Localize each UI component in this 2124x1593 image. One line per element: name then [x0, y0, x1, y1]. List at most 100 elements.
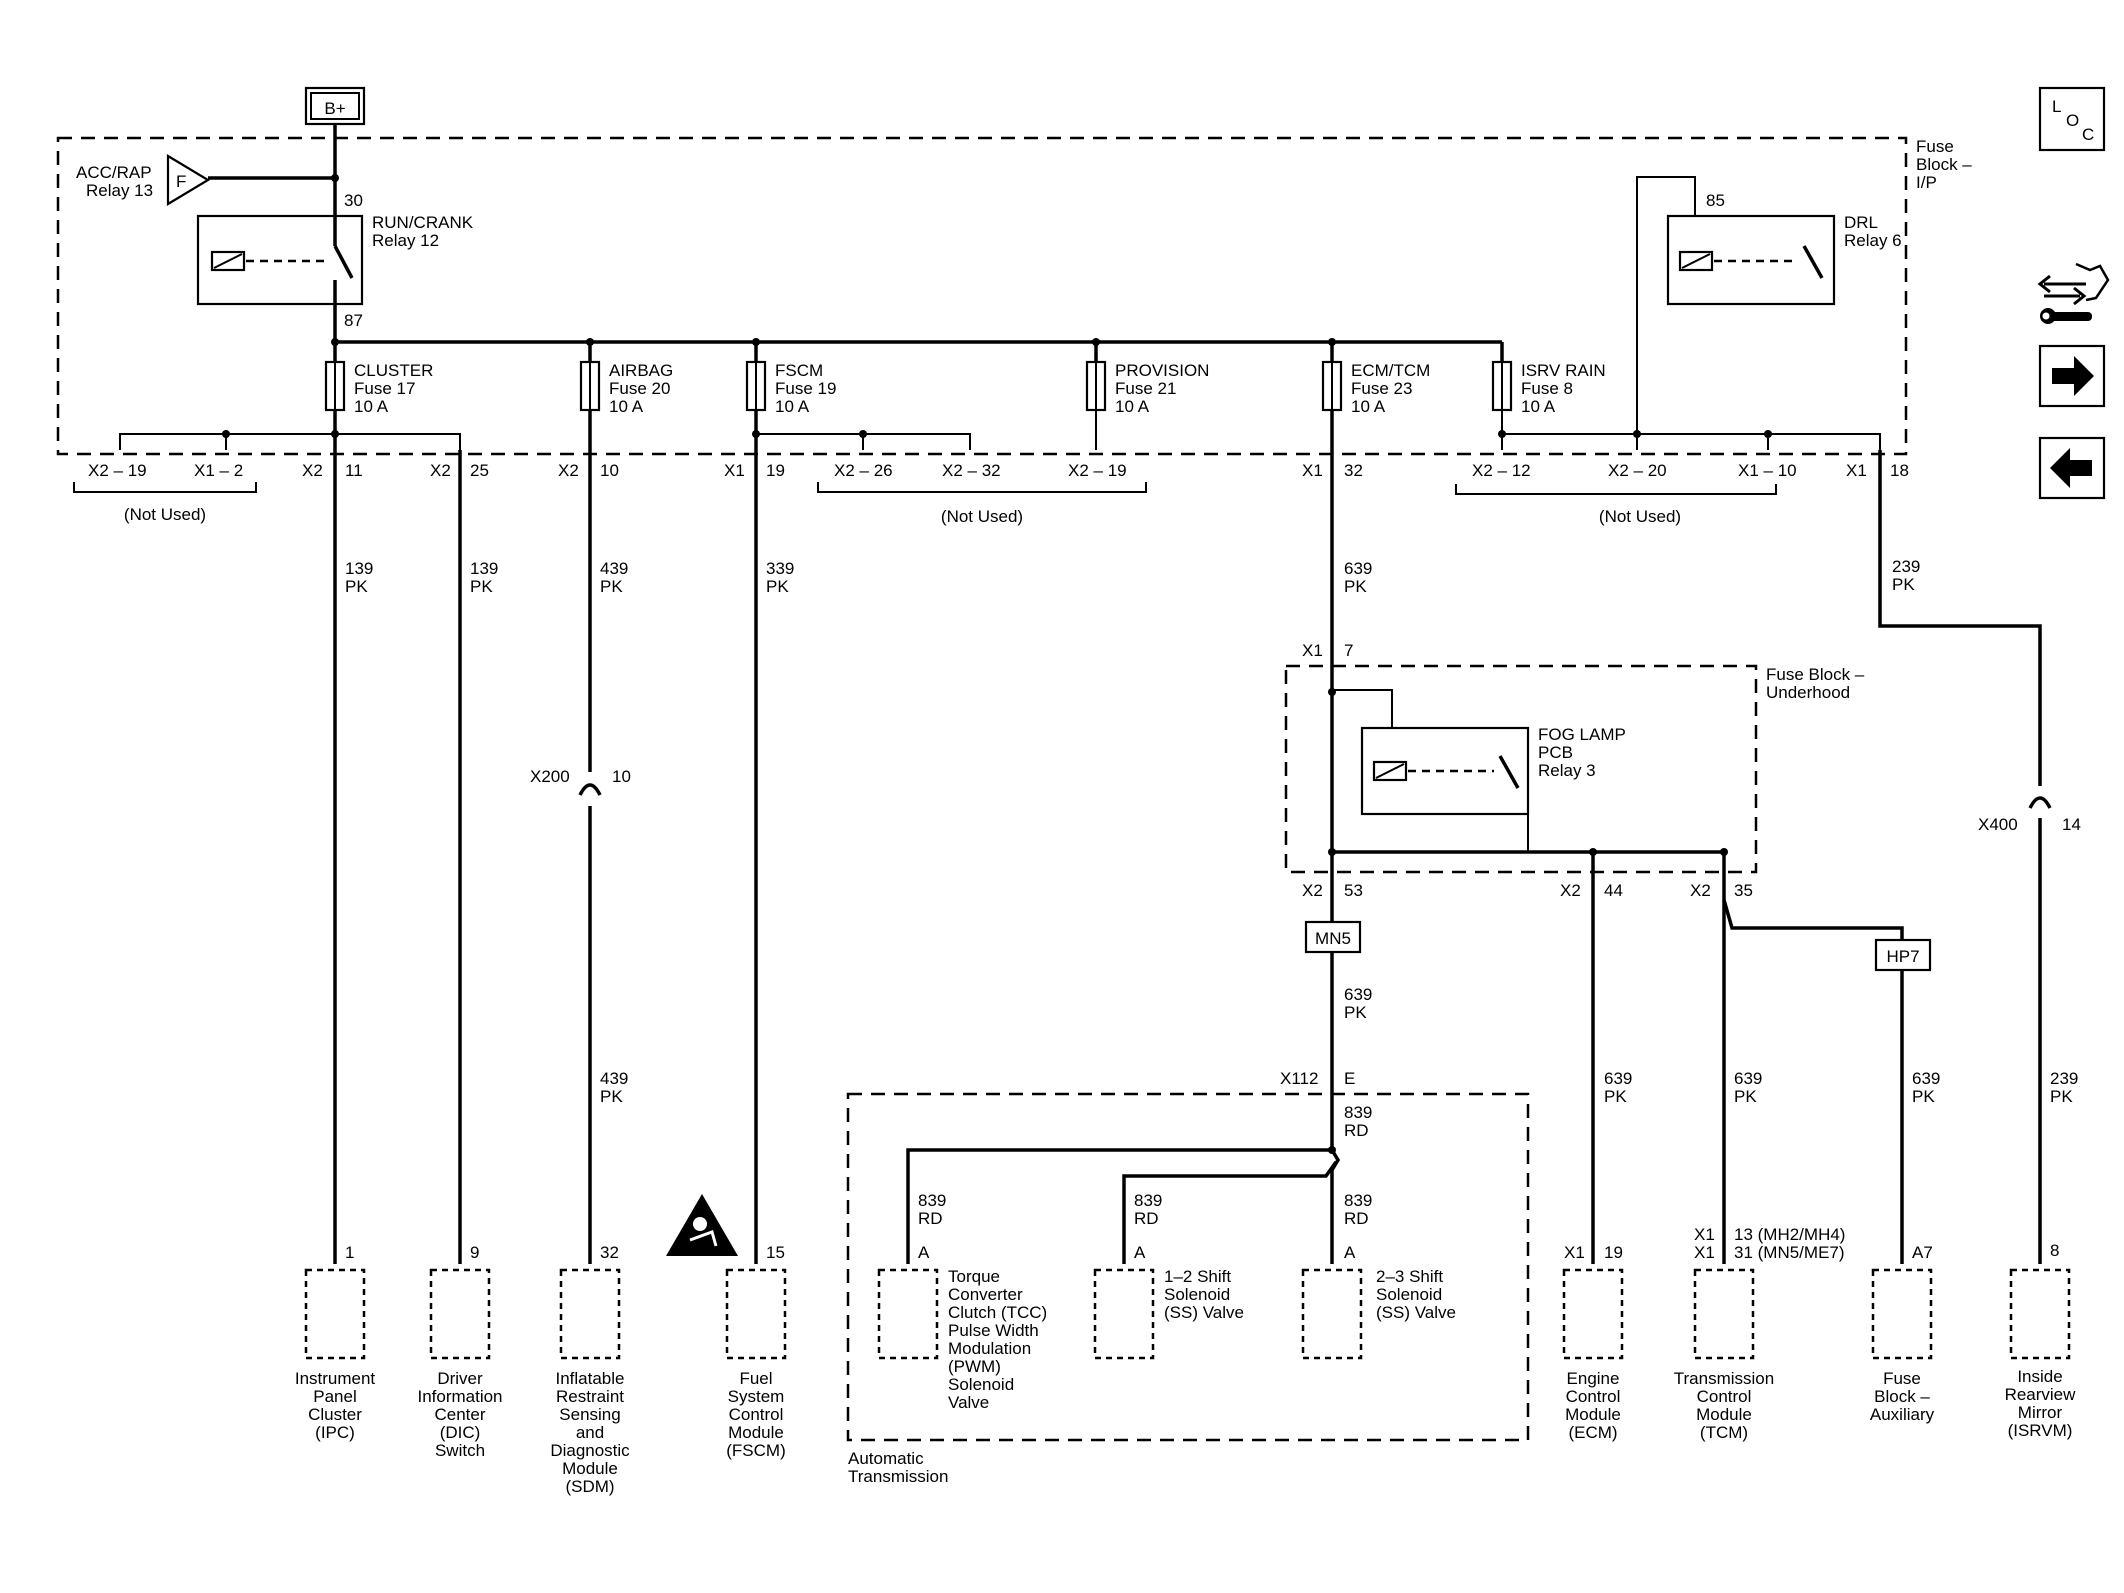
tcc-label-6: (PWM) — [948, 1357, 1001, 1376]
ipc-label-1: Instrument — [295, 1369, 376, 1388]
fuse-block-ip-label-3: I/P — [1916, 173, 1937, 192]
wire-639-tcm: 639 PK — [1722, 852, 1762, 1264]
fuse-provision-number: Fuse 21 — [1115, 379, 1176, 398]
esd-warning-icon — [666, 1194, 738, 1256]
x200-label: X200 — [530, 767, 570, 786]
wire-439-a-circuit: 439 — [600, 559, 628, 578]
ecm-pin: 19 — [1604, 1243, 1623, 1262]
conn-x2-20: X2 – 20 — [1608, 461, 1667, 480]
sdm-label-7: (SDM) — [565, 1477, 614, 1496]
wire-139-cluster: 139 PK — [333, 434, 373, 1264]
component-ss23-valve: A 2–3 Shift Solenoid (SS) Valve — [1301, 1243, 1456, 1360]
underhood-label-2: Underhood — [1766, 683, 1850, 702]
x112-label: X112 — [1280, 1069, 1318, 1088]
fuse-block-ip: Fuse Block – I/P — [56, 136, 1972, 456]
x1-7-conn: X1 — [1302, 641, 1323, 660]
fuse-block-underhood: Fuse Block – Underhood FOG LAMP PCB Rela… — [1284, 664, 1865, 900]
fuse-ecm-tcm-rating: 10 A — [1351, 397, 1386, 416]
drl-label-1: DRL — [1844, 213, 1878, 232]
wire-839-main-color: RD — [1344, 1121, 1369, 1140]
wire-839-ss12-color: RD — [1134, 1209, 1159, 1228]
fuse-fscm-rating: 10 A — [775, 397, 810, 416]
fuse-isrv-number: Fuse 8 — [1521, 379, 1573, 398]
fuse-block-ip-label-2: Block – — [1916, 155, 1972, 174]
automatic-transmission: Automatic Transmission 839 RD 839 RD 839… — [846, 1092, 1530, 1486]
conn-ecm-tcm-pin: 32 — [1344, 461, 1363, 480]
ss23-label-1: 2–3 Shift — [1376, 1267, 1443, 1286]
fuse-airbag-rating: 10 A — [609, 397, 644, 416]
component-ipc: 1 Instrument Panel Cluster (IPC) — [295, 1243, 376, 1442]
conn-x2-19-left: X2 – 19 — [88, 461, 147, 480]
component-sdm: 32 Inflatable Restraint Sensing and Diag… — [550, 1194, 738, 1496]
x2-44-pin: 44 — [1604, 881, 1623, 900]
wire-839-main-circuit: 839 — [1344, 1103, 1372, 1122]
conn-cluster-id: X2 — [302, 461, 323, 480]
wire-239-a-color: PK — [1892, 575, 1915, 594]
tcm-label-1: Transmission — [1674, 1369, 1774, 1388]
wire-839-ss12-circuit: 839 — [1134, 1191, 1162, 1210]
drl-relay: 85 DRL Relay 6 — [1636, 176, 1902, 434]
tcc-label-1: Torque — [948, 1267, 1000, 1286]
isrvm-label-4: (ISRVM) — [2008, 1421, 2073, 1440]
arrow-left-icon[interactable] — [2038, 436, 2106, 500]
fuse-block-ip-label-1: Fuse — [1916, 137, 1954, 156]
fscm-label-3: Control — [729, 1405, 784, 1424]
component-fuse-block-aux: A7 Fuse Block – Auxiliary — [1870, 1243, 1935, 1424]
wire-639-ecm-color: PK — [1604, 1087, 1627, 1106]
wire-639-ecm-circuit: 639 — [1604, 1069, 1632, 1088]
fuse-cluster: CLUSTER Fuse 17 10 A — [324, 342, 433, 416]
conn-fscm-id: X1 — [724, 461, 745, 480]
fuse-cluster-name: CLUSTER — [354, 361, 433, 380]
dic-label-5: Switch — [435, 1441, 485, 1460]
fscm-label-1: Fuel — [739, 1369, 772, 1388]
conn-isrv-id: X1 — [1846, 461, 1867, 480]
conn-x2-26: X2 – 26 — [834, 461, 893, 480]
x200-pin: 10 — [612, 767, 631, 786]
conn-x1-10: X1 – 10 — [1738, 461, 1797, 480]
wire-339-fscm: 339 PK — [754, 410, 794, 1264]
aux-pin: A7 — [1912, 1243, 1933, 1262]
component-dic: 9 Driver Information Center (DIC) Switch — [417, 1243, 502, 1460]
ss12-label-3: (SS) Valve — [1164, 1303, 1244, 1322]
arrow-right-icon[interactable] — [2038, 344, 2106, 408]
wire-639-tcm-circuit: 639 — [1734, 1069, 1762, 1088]
fog-lamp-label-2: PCB — [1538, 743, 1573, 762]
wire-639-tcm-color: PK — [1734, 1087, 1757, 1106]
conn-dic-pin: 25 — [470, 461, 489, 480]
x2-44-conn: X2 — [1560, 881, 1581, 900]
fog-lamp-label-3: Relay 3 — [1538, 761, 1596, 780]
auto-trans-label-1: Automatic — [848, 1449, 924, 1468]
connector-repair-icon[interactable] — [2037, 262, 2110, 324]
fscm-label-4: Module — [728, 1423, 784, 1442]
tcc-pin: A — [918, 1243, 930, 1262]
fuse-airbag: AIRBAG Fuse 20 10 A — [579, 342, 673, 416]
sdm-label-2: Restraint — [556, 1387, 624, 1406]
component-locator-button[interactable]: L O C — [2038, 86, 2106, 152]
tcm-conn-a: X1 — [1694, 1225, 1715, 1244]
ss12-label-1: 1–2 Shift — [1164, 1267, 1231, 1286]
isrvm-label-3: Mirror — [2018, 1403, 2063, 1422]
ss23-pin: A — [1344, 1243, 1356, 1262]
ecm-label-2: Control — [1566, 1387, 1621, 1406]
conn-x2-12: X2 – 12 — [1472, 461, 1531, 480]
mn5-option: MN5 — [1315, 929, 1351, 948]
fuse-fscm: FSCM Fuse 19 10 A — [745, 342, 836, 416]
wire-839-ss23-circuit: 839 — [1344, 1191, 1372, 1210]
sdm-label-5: Diagnostic — [550, 1441, 630, 1460]
aux-label-2: Block – — [1874, 1387, 1930, 1406]
wire-639-to-transmission: MN5 639 PK X112 E 839 RD — [1280, 852, 1372, 1150]
wire-639-a-color: PK — [1344, 577, 1367, 596]
mid-not-used: (Not Used) — [941, 507, 1023, 526]
component-isrvm: 8 Inside Rearview Mirror (ISRVM) — [2005, 1241, 2077, 1440]
sdm-label-1: Inflatable — [556, 1369, 625, 1388]
acc-rap-relay: ACC/RAP Relay 13 F — [76, 154, 339, 206]
run-crank-label-1: RUN/CRANK — [372, 213, 474, 232]
ss23-label-3: (SS) Valve — [1376, 1303, 1456, 1322]
x2-53-conn: X2 — [1302, 881, 1323, 900]
conn-x2-19-mid: X2 – 19 — [1068, 461, 1127, 480]
tcm-conn-b: X1 — [1694, 1243, 1715, 1262]
tcc-label-3: Clutch (TCC) — [948, 1303, 1047, 1322]
ip-left-unused: X2 – 19 X1 – 2 (Not Used) — [73, 410, 461, 524]
battery-label: B+ — [324, 99, 345, 118]
